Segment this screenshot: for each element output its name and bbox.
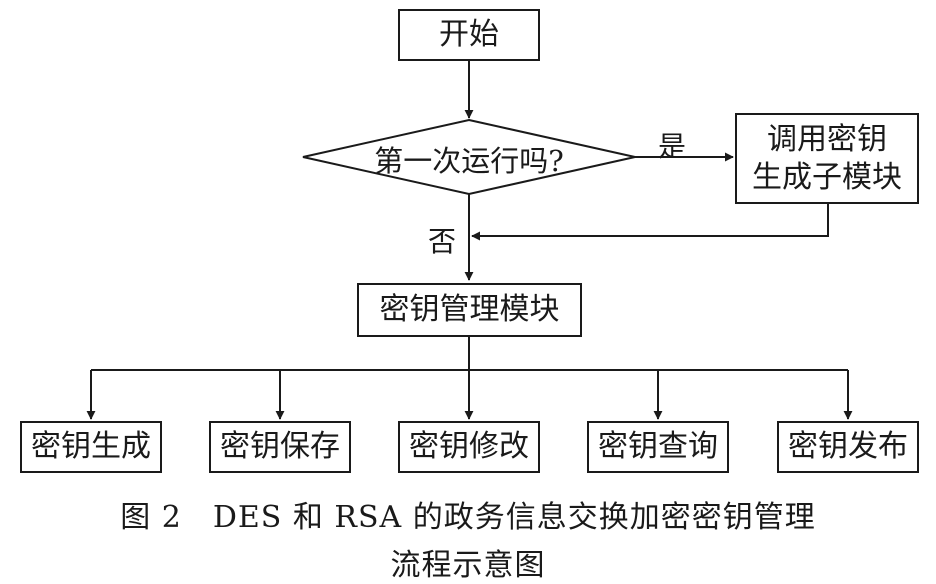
keygen-node: 调用密钥 生成子模块	[735, 113, 919, 204]
figure-caption-line-2: 流程示意图	[390, 548, 546, 583]
figure-caption-line-1: 图 2 DES 和 RSA 的政务信息交换加密密钥管理	[120, 500, 816, 535]
keygen-line-1: 调用密钥	[767, 122, 887, 157]
keygen-line-2: 生成子模块	[752, 159, 902, 195]
start-node: 开始	[398, 9, 540, 61]
arrow-return	[471, 204, 829, 241]
module-key-publish: 密钥发布	[777, 421, 919, 473]
no-label: 否	[428, 225, 457, 258]
flowchart-canvas	[86, 61, 853, 420]
yes-label: 是	[658, 130, 687, 163]
module-key-save: 密钥保存	[209, 421, 351, 473]
module-key-modify: 密钥修改	[398, 421, 540, 473]
decision-label: 第一次运行吗?	[374, 144, 564, 178]
module-key-query: 密钥查询	[587, 421, 729, 473]
module-key-generate: 密钥生成	[20, 421, 162, 473]
key-management-node: 密钥管理模块	[357, 283, 582, 337]
